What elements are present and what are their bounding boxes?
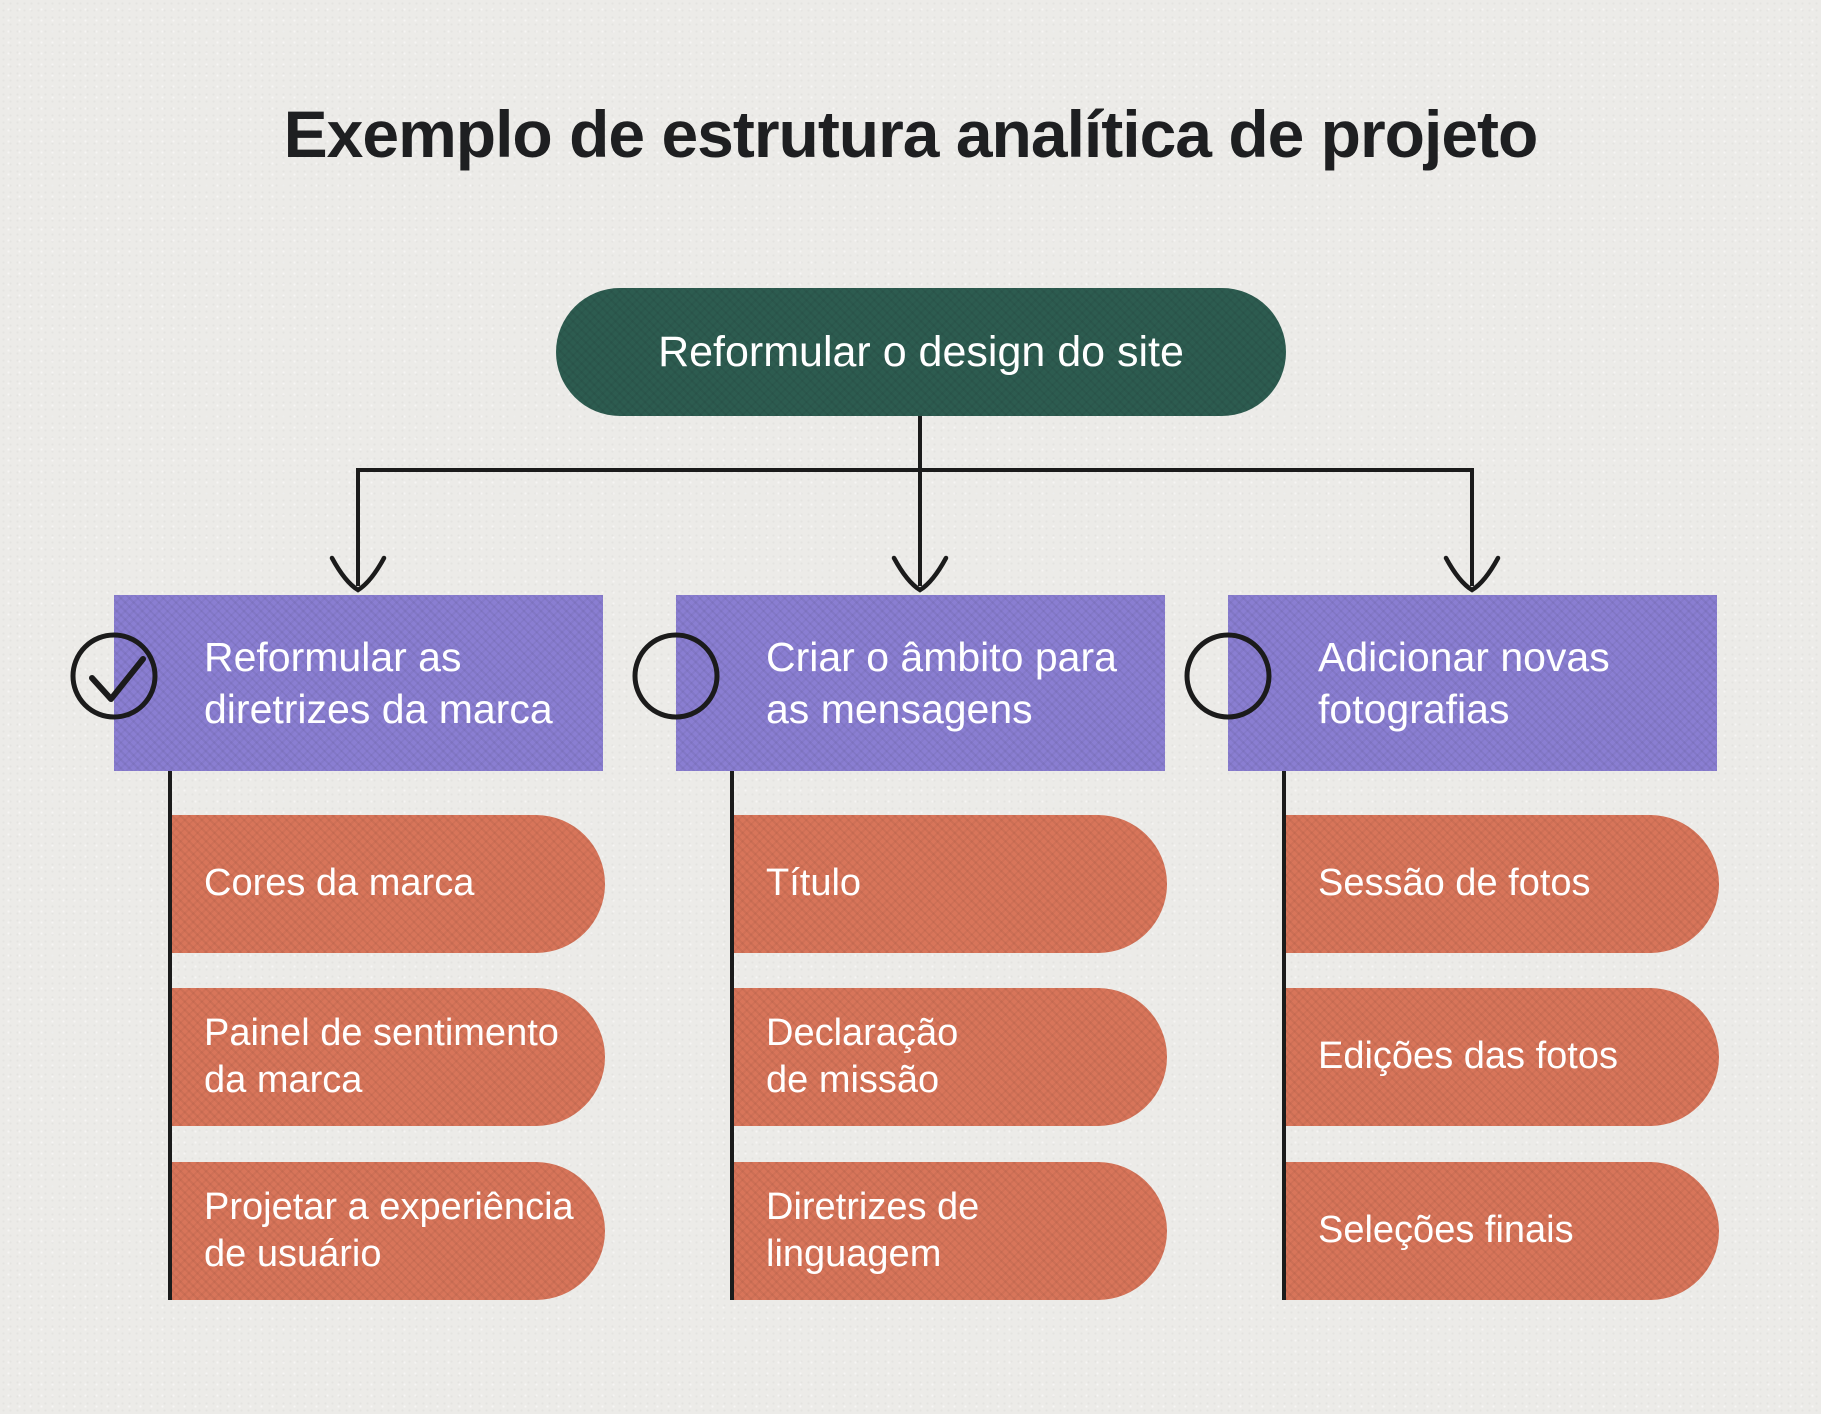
root-node: Reformular o design do site [556,288,1286,416]
branch-drop-0 [329,468,387,593]
branch-node: Reformular as diretrizes da marca [114,595,603,771]
task-node: Declaração de missão [734,988,1167,1126]
task-node: Projetar a experiência de usuário [172,1162,605,1300]
task-node: Edições das fotos [1286,988,1719,1126]
task-node: Cores da marca [172,815,605,953]
task-node-label: Sessão de fotos [1318,862,1591,905]
branch-node-label: Criar o âmbito para as mensagens [766,633,1117,732]
task-node-label: Declaração de missão [766,1011,959,1101]
task-node: Título [734,815,1167,953]
diagram-title: Exemplo de estrutura analítica de projet… [283,97,1539,171]
task-node-label: Edições das fotos [1318,1035,1618,1078]
branch-node-label: Adicionar novas fotografias [1318,633,1610,732]
task-node-label: Cores da marca [204,862,475,905]
arrow-head-icon [891,555,949,593]
task-node: Painel de sentimento da marca [172,988,605,1126]
arrow-head-icon [329,555,387,593]
branch-drop-1 [891,468,949,593]
task-node: Sessão de fotos [1286,815,1719,953]
branch-node: Criar o âmbito para as mensagens [676,595,1165,771]
task-node-label: Projetar a experiência de usuário [204,1185,574,1275]
branch-node-label: Reformular as diretrizes da marca [204,633,553,732]
branch-drop-2 [1443,468,1501,593]
task-node-label: Título [766,862,862,905]
task-node-label: Painel de sentimento da marca [204,1011,559,1101]
root-node-label: Reformular o design do site [658,327,1184,376]
task-node-label: Diretrizes de linguagem [766,1185,980,1275]
branch-node: Adicionar novas fotografias [1228,595,1717,771]
task-node-label: Seleções finais [1318,1209,1574,1252]
task-node: Seleções finais [1286,1162,1719,1300]
arrow-head-icon [1443,555,1501,593]
task-node: Diretrizes de linguagem [734,1162,1167,1300]
